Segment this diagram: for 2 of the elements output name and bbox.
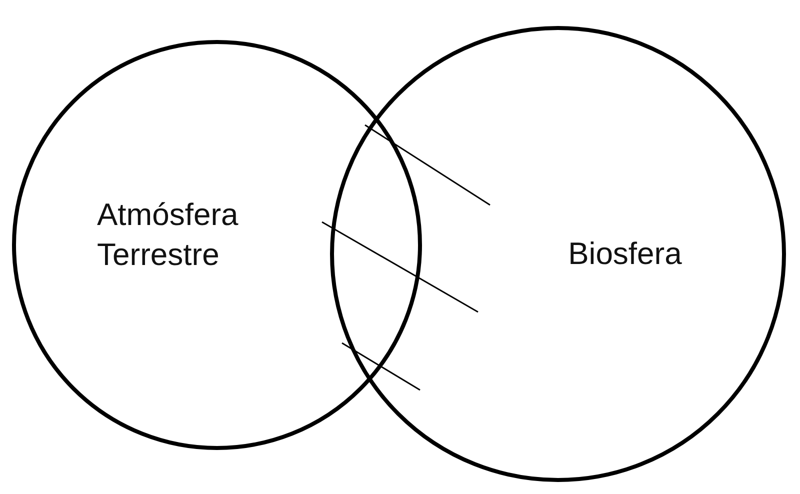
set-label: Biosfera <box>567 235 683 273</box>
set-label: Atmósfera Terrestre <box>97 196 240 274</box>
